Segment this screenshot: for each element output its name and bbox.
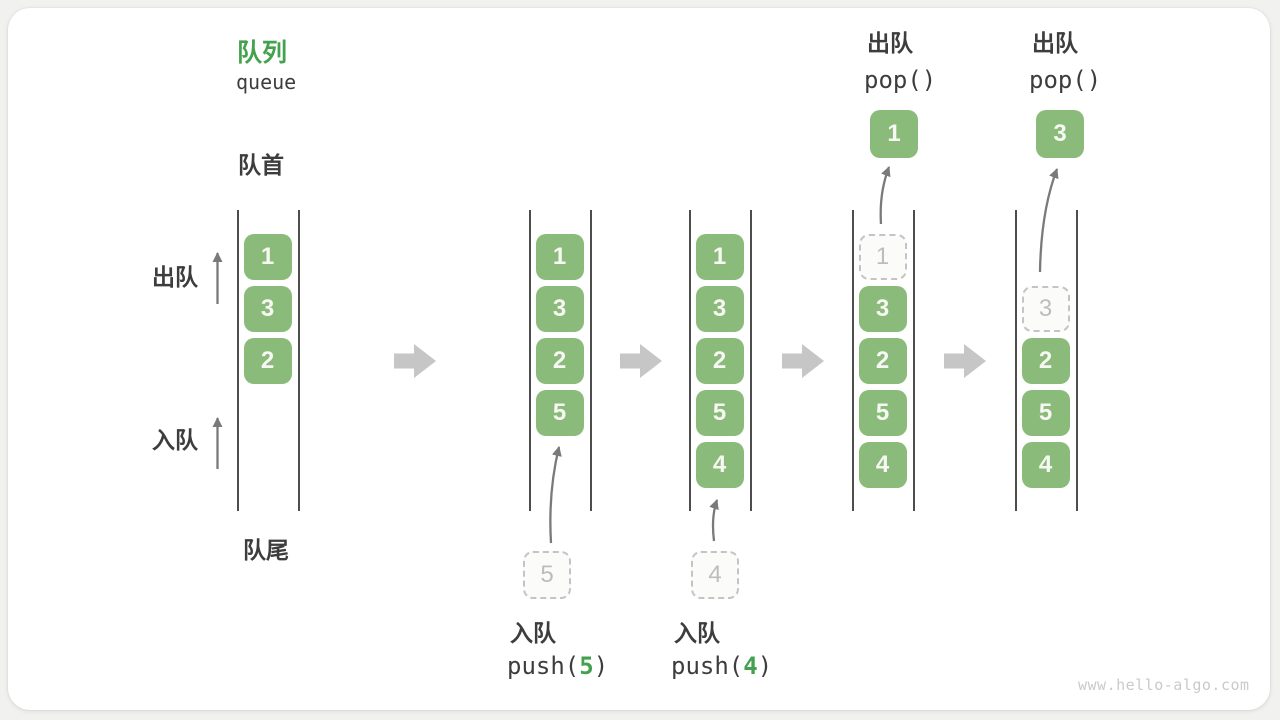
op-code-text: push( bbox=[507, 652, 580, 680]
queue-wall-left bbox=[1015, 210, 1017, 511]
enqueue-flow-arrow bbox=[549, 446, 562, 544]
label-dequeue-side: 出队 bbox=[152, 264, 198, 290]
queue-cell: 1 bbox=[243, 234, 292, 280]
op-code: pop() bbox=[1029, 66, 1102, 95]
label-queue-front: 队首 bbox=[238, 152, 284, 178]
queue-cell: 3 bbox=[695, 286, 744, 332]
queue-cell: 2 bbox=[1021, 338, 1070, 384]
dequeue-flow-arrow bbox=[879, 166, 891, 225]
popped-value-box: 3 bbox=[1036, 110, 1084, 158]
queue-cell: 2 bbox=[243, 338, 292, 384]
queue-cell: 5 bbox=[1021, 390, 1070, 436]
incoming-value-box: 5 bbox=[523, 551, 571, 599]
state-transition-arrow bbox=[620, 344, 662, 378]
diagram-title-en: queue bbox=[236, 70, 297, 94]
diagram-title-zh: 队列 bbox=[237, 39, 288, 67]
watermark: www.hello-algo.com bbox=[1078, 676, 1250, 694]
queue-wall-left bbox=[689, 210, 691, 511]
queue-wall-right bbox=[750, 210, 752, 511]
queue-wall-right bbox=[913, 210, 915, 511]
queue-cell: 4 bbox=[1021, 442, 1070, 488]
state-transition-arrow bbox=[782, 344, 824, 378]
queue-cell-dashed: 1 bbox=[858, 234, 907, 280]
label-queue-rear: 队尾 bbox=[243, 537, 289, 563]
incoming-value-box: 4 bbox=[691, 551, 739, 599]
op-code-text: pop() bbox=[1029, 66, 1102, 94]
queue-cell: 5 bbox=[535, 390, 584, 436]
queue-cell: 1 bbox=[695, 234, 744, 280]
queue-wall-left bbox=[237, 210, 239, 511]
queue-cell: 4 bbox=[858, 442, 907, 488]
label-enqueue-side: 入队 bbox=[152, 427, 198, 453]
op-code-text: ) bbox=[593, 652, 609, 680]
enqueue-flow-arrow bbox=[709, 499, 719, 542]
op-code: push(5) bbox=[507, 652, 609, 681]
queue-cell: 3 bbox=[243, 286, 292, 332]
op-code: push(4) bbox=[671, 652, 773, 681]
queue-cell: 5 bbox=[858, 390, 907, 436]
op-label: 出队 bbox=[1032, 30, 1078, 56]
popped-value-box: 1 bbox=[870, 110, 918, 158]
queue-wall-left bbox=[529, 210, 531, 511]
queue-cell: 3 bbox=[535, 286, 584, 332]
queue-wall-right bbox=[590, 210, 592, 511]
queue-cell: 2 bbox=[695, 338, 744, 384]
queue-cell: 2 bbox=[535, 338, 584, 384]
op-code: pop() bbox=[864, 66, 937, 95]
state-transition-arrow bbox=[944, 344, 986, 378]
queue-wall-right bbox=[1076, 210, 1078, 511]
op-code-arg: 5 bbox=[579, 652, 594, 680]
op-code-text: ) bbox=[757, 652, 773, 680]
op-code-text: pop() bbox=[864, 66, 937, 94]
op-label: 入队 bbox=[674, 620, 720, 646]
op-code-text: push( bbox=[671, 652, 744, 680]
op-label: 出队 bbox=[867, 30, 913, 56]
dequeue-flow-arrow bbox=[1038, 168, 1059, 273]
queue-wall-left bbox=[852, 210, 854, 511]
queue-cell-dashed: 3 bbox=[1021, 286, 1070, 332]
queue-wall-right bbox=[298, 210, 300, 511]
queue-cell: 4 bbox=[695, 442, 744, 488]
queue-cell: 5 bbox=[695, 390, 744, 436]
queue-cell: 1 bbox=[535, 234, 584, 280]
op-label: 入队 bbox=[510, 620, 556, 646]
state-transition-arrow bbox=[394, 344, 436, 378]
queue-cell: 3 bbox=[858, 286, 907, 332]
queue-cell: 2 bbox=[858, 338, 907, 384]
op-code-arg: 4 bbox=[743, 652, 758, 680]
